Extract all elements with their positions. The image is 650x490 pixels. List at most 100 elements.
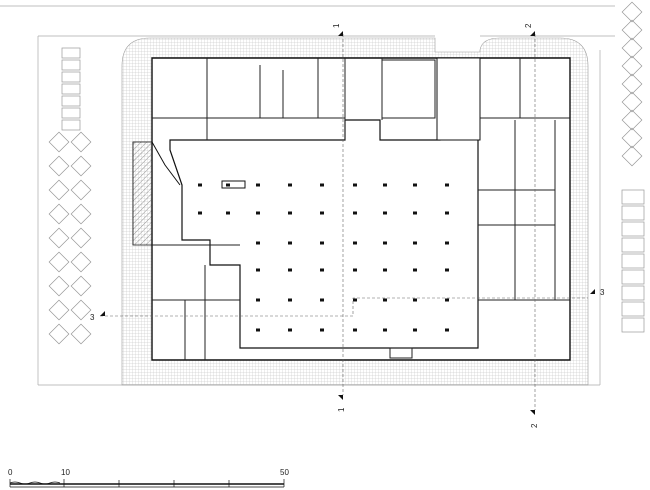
pillar [445,268,449,272]
neighbour-buildings-left [48,47,92,345]
pillar [413,298,417,302]
neighbour-block [621,145,643,167]
neighbour-block [70,299,92,321]
svg-text:3: 3 [600,288,605,297]
neighbour-block [621,1,643,23]
scale-bar: 0 10 50 [8,468,289,488]
pillar [353,268,357,272]
svg-text:1: 1 [337,407,346,412]
pillar [320,241,324,245]
neighbour-block [61,107,81,119]
pillar [256,183,260,187]
neighbour-block [70,275,92,297]
parking-pillars [198,183,449,332]
svg-text:2: 2 [524,23,533,28]
pillar [413,268,417,272]
pillar [288,298,292,302]
neighbour-block [48,227,70,249]
neighbour-block [70,131,92,153]
pillar [353,328,357,332]
pillar [320,268,324,272]
neighbour-block [621,189,645,205]
svg-text:2: 2 [530,423,539,428]
apartment-walls [152,58,570,360]
neighbour-block [48,179,70,201]
section-marker-3-left: 3 [90,311,105,322]
pillar [445,183,449,187]
pillar [445,211,449,215]
neighbour-block [621,109,643,131]
svg-text:10: 10 [61,468,70,477]
ramp-wall [151,141,181,186]
section-marker-3-right: 3 [590,288,605,297]
neighbour-block [61,47,81,59]
ramp-top [436,57,481,141]
pillar [445,328,449,332]
neighbour-block [621,19,643,41]
pillar [288,211,292,215]
pillar [383,183,387,187]
section-marker-2-top: 2 [524,23,535,36]
neighbour-block [61,95,81,107]
neighbour-buildings-right [621,1,645,333]
pillar [226,183,230,187]
pillar [445,298,449,302]
pillar [320,211,324,215]
pillar [383,268,387,272]
neighbour-block [48,131,70,153]
pillar [320,328,324,332]
neighbour-block [48,203,70,225]
neighbour-block [61,119,81,131]
neighbour-block [70,179,92,201]
pillar [413,241,417,245]
section-lines [100,34,588,410]
section-marker-2-bottom: 2 [530,410,539,428]
pillar [383,328,387,332]
pillar [413,183,417,187]
pillar [256,328,260,332]
pillar [445,241,449,245]
pillar [288,328,292,332]
neighbour-block [621,253,645,269]
neighbour-block [70,323,92,345]
neighbour-block [61,59,81,71]
pillar [320,183,324,187]
neighbour-block [621,285,645,301]
neighbour-block [70,227,92,249]
pillar [256,241,260,245]
pillar [413,211,417,215]
pillar [353,298,357,302]
pillar [256,211,260,215]
svg-text:3: 3 [90,313,95,322]
svg-text:1: 1 [332,23,341,28]
neighbour-block [61,83,81,95]
neighbour-block [70,251,92,273]
neighbour-block [621,269,645,285]
pillar [353,241,357,245]
neighbour-block [61,71,81,83]
neighbour-block [48,155,70,177]
pillar [288,241,292,245]
pillar [383,241,387,245]
svg-text:0: 0 [8,468,13,477]
neighbour-block [621,55,643,77]
neighbour-block [621,317,645,333]
pillar [353,183,357,187]
pillar [256,268,260,272]
neighbour-block [621,221,645,237]
neighbour-block [48,299,70,321]
neighbour-block [621,37,643,59]
pillar [288,183,292,187]
neighbour-block [48,275,70,297]
neighbour-block [621,237,645,253]
parking-hall [169,119,479,349]
section-marker-1-bottom: 1 [337,395,346,412]
pillar [383,298,387,302]
neighbour-block [48,323,70,345]
neighbour-block [621,301,645,317]
pillar [288,268,292,272]
neighbour-block [48,251,70,273]
neighbour-block [621,205,645,221]
pillar [320,298,324,302]
